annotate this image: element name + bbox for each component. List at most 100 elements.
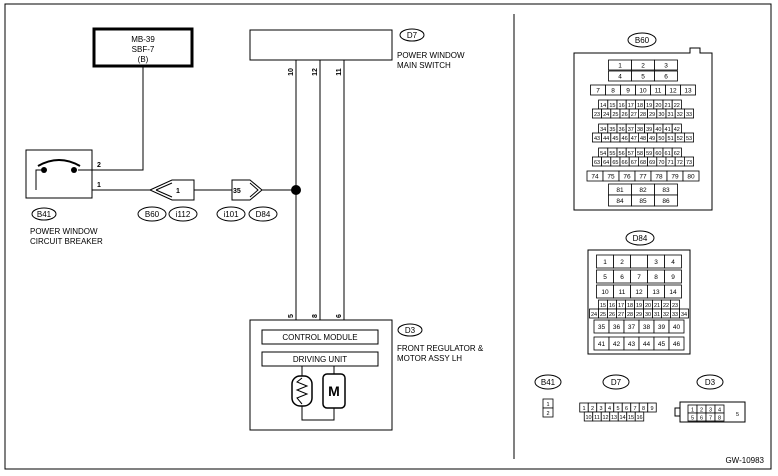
pin-number: 11 xyxy=(655,87,662,94)
pin-cell xyxy=(668,319,685,334)
pin-number: 16 xyxy=(619,103,625,109)
pin-number: 53 xyxy=(686,136,692,142)
pin-cell xyxy=(654,59,678,71)
tag-i101: i101 xyxy=(223,210,239,219)
b41-pin-1: 1 xyxy=(97,182,101,189)
pin-number: 38 xyxy=(637,127,643,133)
pin-number: 45 xyxy=(658,341,666,348)
pin-number: 10 xyxy=(585,415,591,421)
pin-number: 2 xyxy=(700,407,703,413)
pin-cell xyxy=(654,70,678,82)
pin-number: 28 xyxy=(627,312,633,318)
pin-number: 11 xyxy=(594,415,600,421)
pin-number: 41 xyxy=(598,341,606,348)
splice-point xyxy=(291,185,301,195)
pin-number: 28 xyxy=(640,112,646,118)
pin-number: 4 xyxy=(718,407,721,413)
pin-number: 43 xyxy=(594,136,600,142)
pin-number: 61 xyxy=(665,151,671,157)
d3-pin-b: 8 xyxy=(312,314,319,318)
pin-number: 38 xyxy=(643,324,651,331)
d7-name-2: MAIN SWITCH xyxy=(397,61,451,70)
pin-number: 29 xyxy=(649,112,655,118)
pin-number: 13 xyxy=(684,87,692,94)
pin-number: 21 xyxy=(654,303,660,309)
pin-number: 6 xyxy=(620,274,624,281)
pin-number: 21 xyxy=(665,103,671,109)
pin-number: 40 xyxy=(655,127,661,133)
pin-number: 42 xyxy=(674,127,680,133)
pin-number: 7 xyxy=(596,87,600,94)
pin-number: 59 xyxy=(646,151,652,157)
pin-number: 22 xyxy=(663,303,669,309)
pin-number: 17 xyxy=(618,303,624,309)
pin-number: 2 xyxy=(546,411,549,417)
tag-oval-d7 xyxy=(399,28,425,42)
pin-number: 58 xyxy=(637,151,643,157)
pin-number: 4 xyxy=(608,406,611,412)
d3-name-2: MOTOR ASSY LH xyxy=(397,354,462,363)
pin-number: 1 xyxy=(618,62,622,69)
pin-number: 35 xyxy=(609,127,615,133)
pin-number: 83 xyxy=(662,187,670,194)
connector-view-b41: B41 12 xyxy=(534,374,562,418)
pin-number: 19 xyxy=(636,303,642,309)
d7-tag: D7 xyxy=(407,31,418,40)
fuse-label-3: (B) xyxy=(138,55,149,64)
pin-number: 49 xyxy=(649,136,655,142)
pin-number: 66 xyxy=(622,160,628,166)
pin-number: 26 xyxy=(622,112,628,118)
pin-number: 7 xyxy=(709,415,712,421)
pin-number: 4 xyxy=(671,259,675,266)
d3-view-tag: D3 xyxy=(705,378,716,387)
pin-number: 7 xyxy=(633,406,636,412)
component-d7: D7 POWER WINDOW MAIN SWITCH 10 12 11 xyxy=(249,28,465,76)
pin-number: 55 xyxy=(609,151,615,157)
pin-number: 5 xyxy=(691,415,694,421)
pin-number: 12 xyxy=(669,87,677,94)
pin-number: 14 xyxy=(669,289,677,296)
pin-number: 39 xyxy=(658,324,666,331)
pin-number: 50 xyxy=(658,136,664,142)
pin-number: 23 xyxy=(594,112,600,118)
pin-number: 12 xyxy=(602,415,608,421)
pin-number: 57 xyxy=(628,151,634,157)
pin-number: 4 xyxy=(618,73,622,80)
d3-pin-a: 5 xyxy=(288,314,295,318)
pin-number: 5 xyxy=(616,406,619,412)
pin-number: 10 xyxy=(601,289,609,296)
pin-number: 8 xyxy=(718,415,721,421)
pin-number: 32 xyxy=(677,112,683,118)
pin-number: 43 xyxy=(628,341,636,348)
pin-number: 41 xyxy=(665,127,671,133)
pin-number: 86 xyxy=(662,198,670,205)
pin-number: 2 xyxy=(620,259,624,266)
pin-number: 1 xyxy=(603,259,607,266)
pin-cell xyxy=(664,254,682,269)
pin-number: 3 xyxy=(709,407,712,413)
pin-number: 75 xyxy=(607,173,615,180)
pin-number: 85 xyxy=(639,198,647,205)
pin-number: 16 xyxy=(636,415,642,421)
pin-number: 39 xyxy=(646,127,652,133)
d7-pin-c: 11 xyxy=(336,68,343,76)
pin-cell xyxy=(680,84,696,96)
pin-number: 22 xyxy=(674,103,680,109)
d3-pin-c: 6 xyxy=(336,314,343,318)
d7-view-tag: D7 xyxy=(611,378,622,387)
pin-number: 8 xyxy=(642,406,645,412)
tag-b60: B60 xyxy=(145,210,160,219)
d3-tag: D3 xyxy=(405,326,416,335)
fuse-mb39: MB-39 SBF-7 (B) xyxy=(92,27,194,68)
pin-number: 1 xyxy=(582,406,585,412)
pin-cell xyxy=(684,108,695,119)
pin-number: 54 xyxy=(600,151,606,157)
pin-number: 80 xyxy=(687,173,695,180)
pin-number: 5 xyxy=(641,73,645,80)
pin-number: 1 xyxy=(691,407,694,413)
pin-number: 65 xyxy=(612,160,618,166)
